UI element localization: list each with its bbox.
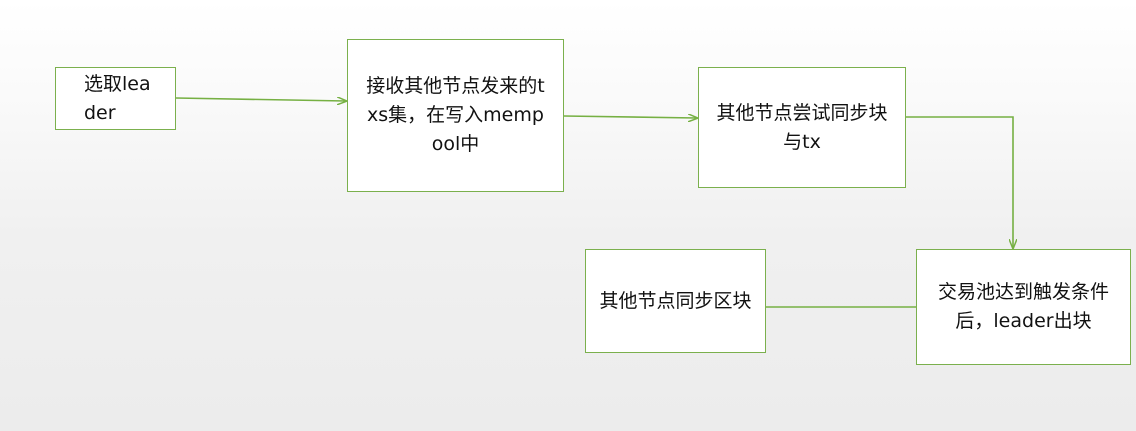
node-produce-block: 交易池达到触发条件后，leader出块	[916, 249, 1131, 365]
node-select-leader: 选取leader	[55, 67, 176, 130]
node-try-sync: 其他节点尝试同步块与tx	[698, 67, 906, 188]
edge-receive-txs-to-try-sync	[563, 116, 697, 118]
node-sync-block: 其他节点同步区块	[585, 249, 766, 353]
edge-select-leader-to-receive-txs	[175, 98, 346, 101]
node-receive-txs: 接收其他节点发来的txs集，在写入mempool中	[347, 39, 564, 192]
edge-try-sync-to-produce-block	[870, 116, 1013, 248]
